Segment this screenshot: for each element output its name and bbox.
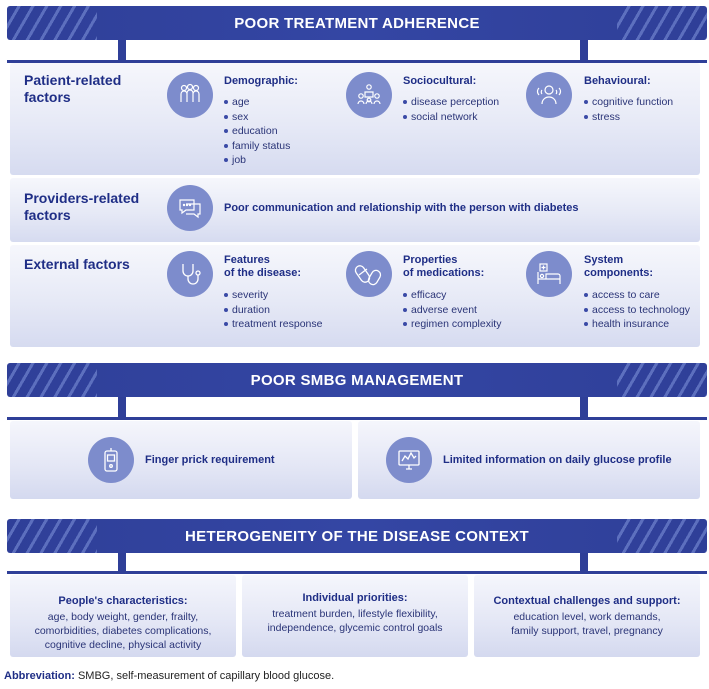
list-item: duration (224, 303, 322, 318)
banner-stripes-left (7, 519, 97, 553)
connector-left (118, 40, 126, 62)
hospital-bed-icon (526, 251, 572, 297)
system-title-line1: System (584, 254, 624, 266)
sociocultural-list: disease perception social network (403, 95, 499, 124)
finger-prick-box (10, 421, 352, 499)
banner-title: POOR TREATMENT ADHERENCE (234, 14, 480, 32)
connector-bar (7, 60, 707, 63)
contextual-line: education level, work demands, (513, 611, 661, 623)
system-title-line2: components: (584, 267, 654, 279)
patient-factors-label: Patient-related factors (24, 72, 121, 106)
list-item: education (224, 124, 290, 139)
banner-stripes-right (617, 363, 707, 397)
list-item: stress (584, 110, 673, 125)
list-item: job (224, 153, 290, 168)
medications-title-line1: Properties (403, 254, 458, 266)
behavioural-head-icon (526, 72, 572, 118)
banner-stripes-left (7, 6, 97, 40)
priorities-line: treatment burden, lifestyle flexibility, (272, 608, 438, 620)
contextual-challenges-box (474, 575, 700, 657)
demographic-list: age sex education family status job (224, 95, 290, 168)
behavioural-title: Behavioural: (584, 75, 651, 87)
banner-stripes-left (7, 363, 97, 397)
providers-factors-label: Providers-related factors (24, 190, 139, 224)
glucometer-icon (88, 437, 134, 483)
demographic-title: Demographic: (224, 75, 298, 87)
abbreviation-footnote: Abbreviation: SMBG, self-measurement of … (4, 670, 334, 682)
disease-features-title: Features of the disease: (224, 254, 301, 280)
limited-info-text: Limited information on daily glucose pro… (443, 454, 672, 466)
banner-stripes-right (617, 519, 707, 553)
banner-title: HETEROGENEITY OF THE DISEASE CONTEXT (185, 527, 529, 545)
list-item: severity (224, 288, 322, 303)
list-item: disease perception (403, 95, 499, 110)
stethoscope-icon (167, 251, 213, 297)
people-line: comorbidities, diabetes complications, (34, 625, 212, 637)
sociocultural-network-icon (346, 72, 392, 118)
connector-bar (7, 571, 707, 574)
communication-chat-icon (167, 185, 213, 231)
providers-text: Poor communication and relationship with… (224, 202, 579, 214)
providers-label-line2: factors (24, 207, 71, 223)
glucose-monitor-icon (386, 437, 432, 483)
finger-prick-text: Finger prick requirement (145, 454, 275, 466)
list-item: age (224, 95, 290, 110)
individual-priorities-block: Individual priorities: treatment burden,… (242, 592, 468, 635)
list-item: family status (224, 139, 290, 154)
patient-label-line2: factors (24, 89, 71, 105)
people-characteristics-box (10, 575, 236, 657)
medications-title-line2: of medications: (403, 267, 485, 279)
list-item: access to technology (584, 303, 690, 318)
connector-right (580, 40, 588, 62)
banner-poor-smbg-management: POOR SMBG MANAGEMENT (7, 363, 707, 397)
list-item: sex (224, 110, 290, 125)
list-item: social network (403, 110, 499, 125)
list-item: health insurance (584, 317, 690, 332)
providers-factors-panel (10, 178, 700, 242)
list-item: efficacy (403, 288, 501, 303)
people-line: age, body weight, gender, frailty, (47, 611, 199, 623)
list-item: access to care (584, 288, 690, 303)
people-title: People's characteristics: (58, 595, 188, 607)
priorities-title: Individual priorities: (302, 592, 408, 604)
pills-icon (346, 251, 392, 297)
list-item: adverse event (403, 303, 501, 318)
contextual-challenges-block: Contextual challenges and support: educa… (474, 595, 700, 638)
connector-left (118, 397, 126, 419)
system-components-list: access to care access to technology heal… (584, 288, 690, 332)
individual-priorities-box (242, 575, 468, 657)
system-components-title: System components: (584, 254, 653, 280)
disease-features-list: severity duration treatment response (224, 288, 322, 332)
banner-poor-treatment-adherence: POOR TREATMENT ADHERENCE (7, 6, 707, 40)
medications-list: efficacy adverse event regimen complexit… (403, 288, 501, 332)
disease-title-line1: Features (224, 254, 270, 266)
banner-heterogeneity: HETEROGENEITY OF THE DISEASE CONTEXT (7, 519, 707, 553)
footnote-text: SMBG, self-measurement of capillary bloo… (74, 670, 335, 682)
priorities-line: independence, glycemic control goals (267, 622, 443, 634)
banner-title: POOR SMBG MANAGEMENT (250, 371, 464, 389)
demographic-people-icon (167, 72, 213, 118)
contextual-line: family support, travel, pregnancy (511, 625, 663, 637)
connector-right (580, 553, 588, 573)
connector-bar (7, 417, 707, 420)
list-item: regimen complexity (403, 317, 501, 332)
people-characteristics-block: People's characteristics: age, body weig… (10, 595, 236, 652)
footnote-label: Abbreviation: (4, 670, 75, 682)
banner-stripes-right (617, 6, 707, 40)
list-item: cognitive function (584, 95, 673, 110)
sociocultural-title: Sociocultural: (403, 75, 477, 87)
medications-title: Properties of medications: (403, 254, 484, 280)
contextual-title: Contextual challenges and support: (493, 595, 681, 607)
providers-label-line1: Providers-related (24, 190, 140, 206)
connector-left (118, 553, 126, 573)
connector-right (580, 397, 588, 419)
list-item: treatment response (224, 317, 322, 332)
patient-label-line1: Patient-related (24, 72, 122, 88)
external-factors-label: External factors (24, 256, 130, 272)
behavioural-list: cognitive function stress (584, 95, 673, 124)
people-line: cognitive decline, physical activity (44, 639, 202, 651)
disease-title-line2: of the disease: (224, 267, 302, 279)
